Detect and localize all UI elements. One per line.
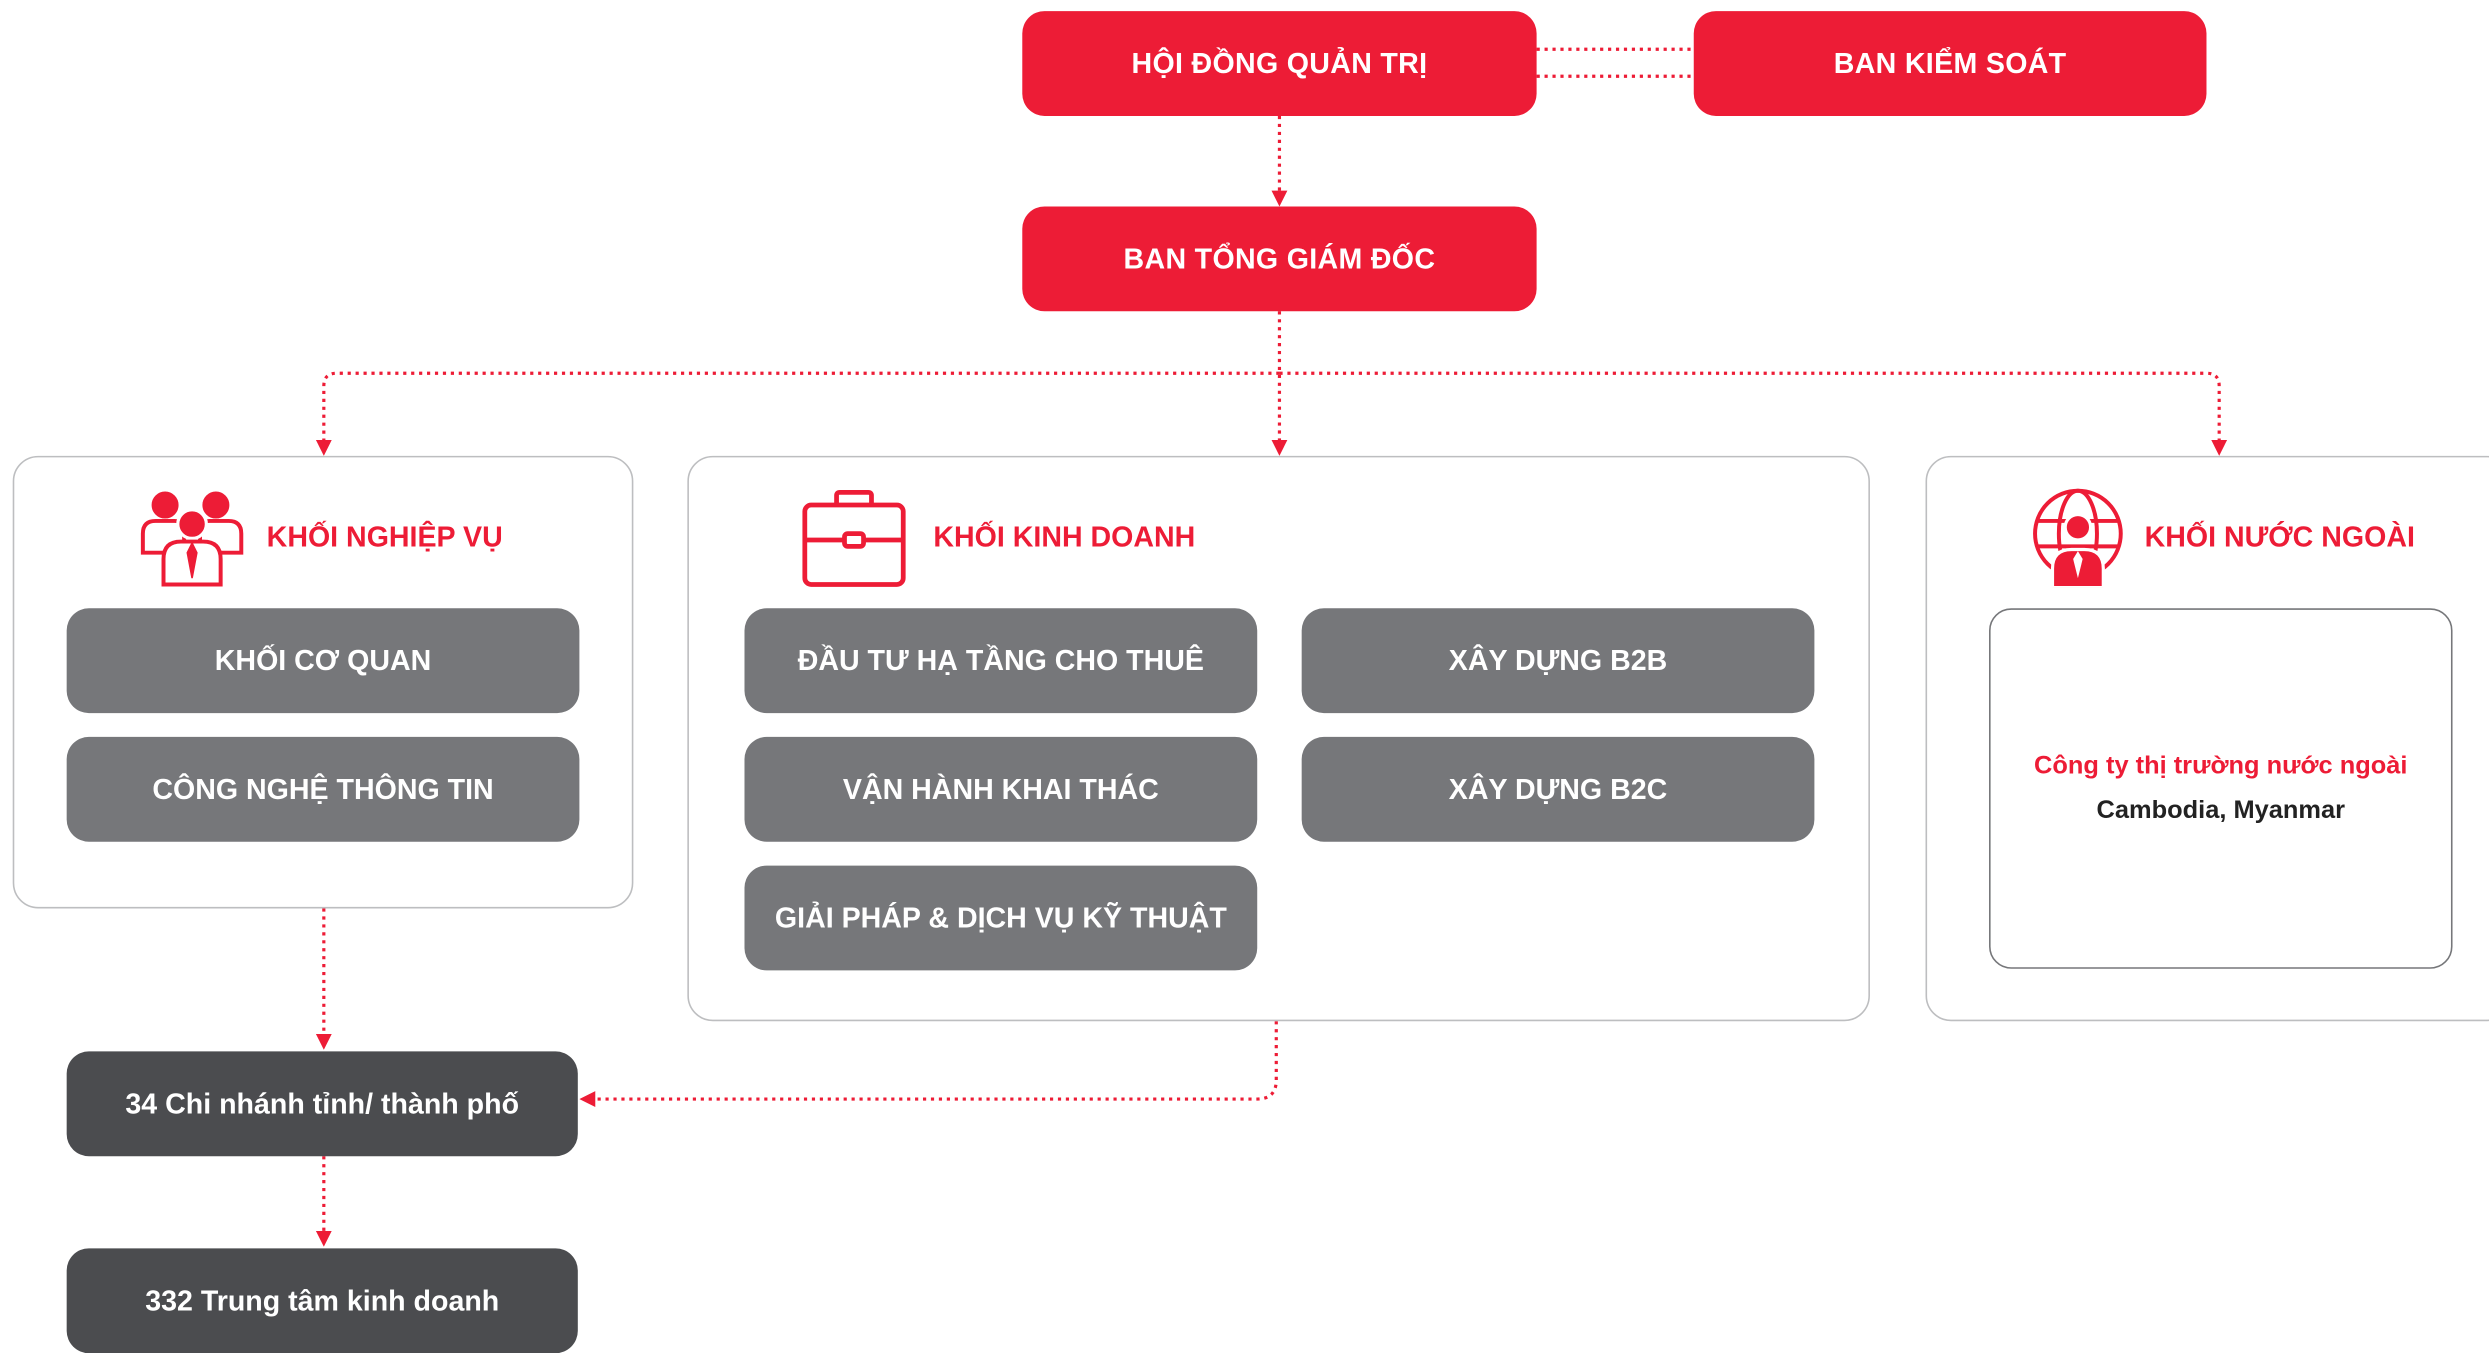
business-title: KHỐI KINH DOANH: [933, 520, 1196, 553]
operations-title: KHỐI NGHIỆP VỤ: [266, 520, 503, 553]
operations-item-office: KHỐI CƠ QUAN: [66, 608, 580, 714]
operations-item-it: CÔNG NGHỆ THÔNG TIN: [66, 736, 580, 842]
foreign-company-label: Công ty thị trường nước ngoài: [2034, 752, 2408, 780]
arrow-business-to-branches: [579, 1021, 1278, 1107]
general-directors-box: BAN TỔNG GIÁM ĐỐC: [1022, 206, 1537, 312]
foreign-markets: Cambodia, Myanmar: [2096, 796, 2345, 824]
business-item-infrastructure: ĐẦU TƯ HẠ TẦNG CHO THUÊ: [744, 608, 1258, 714]
team-people-icon: [140, 491, 244, 587]
globe-person-icon: [2033, 488, 2123, 588]
arrow-directors-to-foreign: [1279, 371, 2228, 456]
arrow-directors-to-operations: [315, 371, 1280, 456]
foreign-title: KHỐI NƯỚC NGOÀI: [2144, 520, 2415, 553]
branches-box: 34 Chi nhánh tỉnh/ thành phố: [66, 1051, 578, 1157]
business-centers-box: 332 Trung tâm kinh doanh: [66, 1248, 578, 1353]
board-of-directors-box: HỘI ĐỒNG QUẢN TRỊ: [1022, 11, 1537, 116]
business-item-technical-services: GIẢI PHÁP & DỊCH VỤ KỸ THUẬT: [744, 865, 1258, 971]
business-item-operations: VẬN HÀNH KHAI THÁC: [744, 736, 1258, 842]
foreign-companies-box: Công ty thị trường nước ngoài Cambodia, …: [1989, 608, 2453, 969]
briefcase-icon: [802, 489, 906, 587]
supervisory-board-box: BAN KIỂM SOÁT: [1693, 11, 2207, 116]
business-item-b2b: XÂY DỰNG B2B: [1301, 608, 1815, 714]
business-item-b2c: XÂY DỰNG B2C: [1301, 736, 1815, 842]
